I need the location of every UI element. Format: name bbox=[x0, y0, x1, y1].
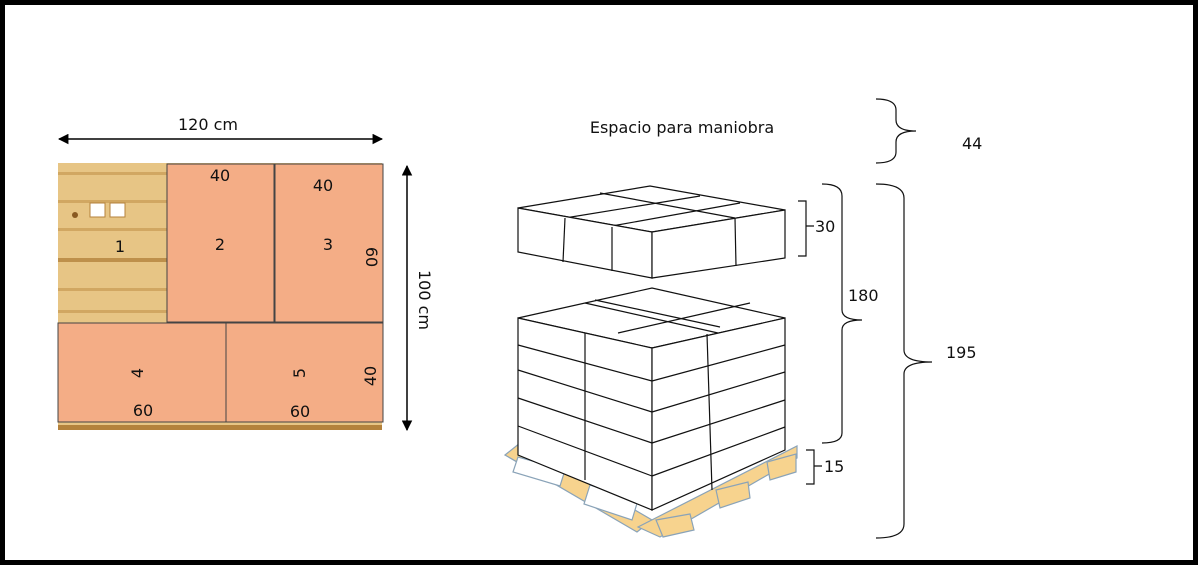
layer-value: 30 bbox=[815, 217, 835, 236]
box-2-number: 2 bbox=[215, 235, 225, 254]
box-3-width: 40 bbox=[313, 176, 333, 195]
box-2 bbox=[166, 163, 275, 323]
top-layer-boxes bbox=[517, 185, 786, 279]
box-3-length: 60 bbox=[362, 247, 381, 267]
stack-brace bbox=[821, 183, 863, 444]
box-5 bbox=[225, 322, 384, 423]
pallet-value: 15 bbox=[824, 457, 844, 476]
box-4 bbox=[57, 322, 227, 423]
box-5-length: 60 bbox=[290, 402, 310, 421]
box-4-length: 60 bbox=[133, 401, 153, 420]
box-4-number: 4 bbox=[128, 368, 147, 378]
box-5-width: 40 bbox=[361, 366, 380, 386]
side-view bbox=[503, 98, 933, 539]
layer-brace bbox=[798, 200, 814, 257]
maneuver-value: 44 bbox=[962, 134, 982, 153]
box-stack bbox=[517, 287, 786, 511]
total-value: 195 bbox=[946, 343, 977, 362]
box-1-number: 1 bbox=[115, 237, 125, 256]
box-3 bbox=[274, 163, 384, 323]
height-label: 100 cm bbox=[415, 270, 434, 330]
box-5-number: 5 bbox=[290, 368, 309, 378]
stack-value: 180 bbox=[848, 286, 879, 305]
maneuver-brace bbox=[875, 98, 917, 164]
width-label: 120 cm bbox=[178, 115, 238, 134]
top-view: 1 2 3 4 5 40 40 60 60 60 40 120 cm 100 c… bbox=[57, 115, 434, 432]
total-brace bbox=[875, 183, 933, 539]
pallet-brace bbox=[806, 449, 822, 485]
box-2-width: 40 bbox=[210, 166, 230, 185]
maneuver-label: Espacio para maniobra bbox=[590, 118, 774, 137]
box-3-number: 3 bbox=[323, 235, 333, 254]
